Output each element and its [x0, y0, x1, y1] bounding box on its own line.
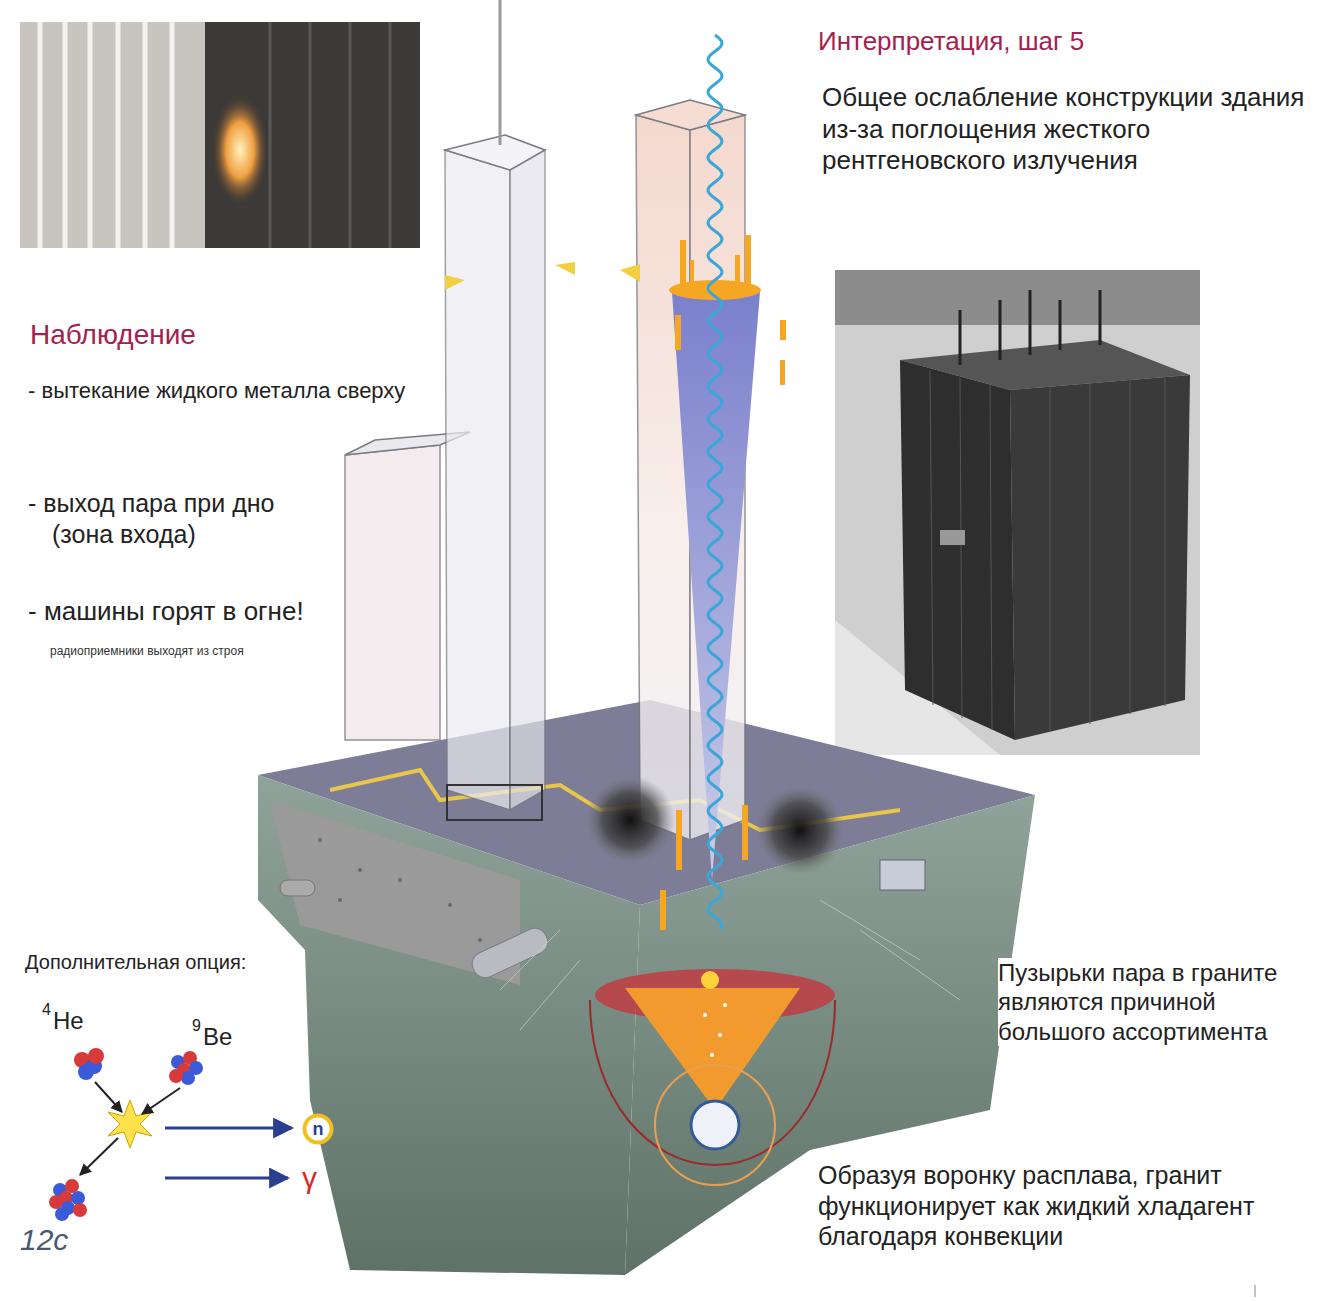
- note-text: He: [53, 1006, 84, 1035]
- carbon-atom: [49, 1179, 87, 1221]
- photo-facade: [20, 22, 420, 248]
- note-text: Be: [203, 1022, 232, 1051]
- tick-mark: [1255, 1285, 1256, 1297]
- beam-cone: [585, 235, 845, 930]
- note-text: 4: [42, 1000, 51, 1020]
- note-text: радиоприемники выходят из строя: [50, 644, 244, 659]
- reaction-inset: [49, 1048, 292, 1221]
- particle-symbol: n: [313, 1120, 324, 1138]
- neutron-circle: n: [302, 1113, 334, 1145]
- note-text: Интерпретация, шаг 5: [818, 26, 1084, 58]
- note-text: Наблюдение: [30, 318, 196, 352]
- note-text: 9: [192, 1016, 201, 1036]
- note-text: - машины горят в огне!: [28, 596, 304, 628]
- note-text: 12c: [20, 1222, 68, 1259]
- note-text: Дополнительная опция:: [25, 950, 246, 974]
- note-text: - выход пара при дно (зона входа): [28, 488, 302, 549]
- melt-funnel: [590, 969, 835, 1185]
- helium-atom: [74, 1048, 104, 1080]
- note-text: Образуя воронку расплава, гранит функцио…: [818, 1160, 1288, 1252]
- beam-wave: [708, 35, 722, 929]
- note-text: Пузырьки пара в граните являются причино…: [998, 958, 1308, 1046]
- note-text: Общее ослабление конструкции здания из-з…: [822, 82, 1312, 177]
- photo-tower-construction: [835, 270, 1200, 755]
- beryllium-atom: [169, 1051, 203, 1085]
- note-text: - вытекание жидкого металла сверху: [28, 378, 432, 405]
- note-text: γ: [302, 1160, 317, 1197]
